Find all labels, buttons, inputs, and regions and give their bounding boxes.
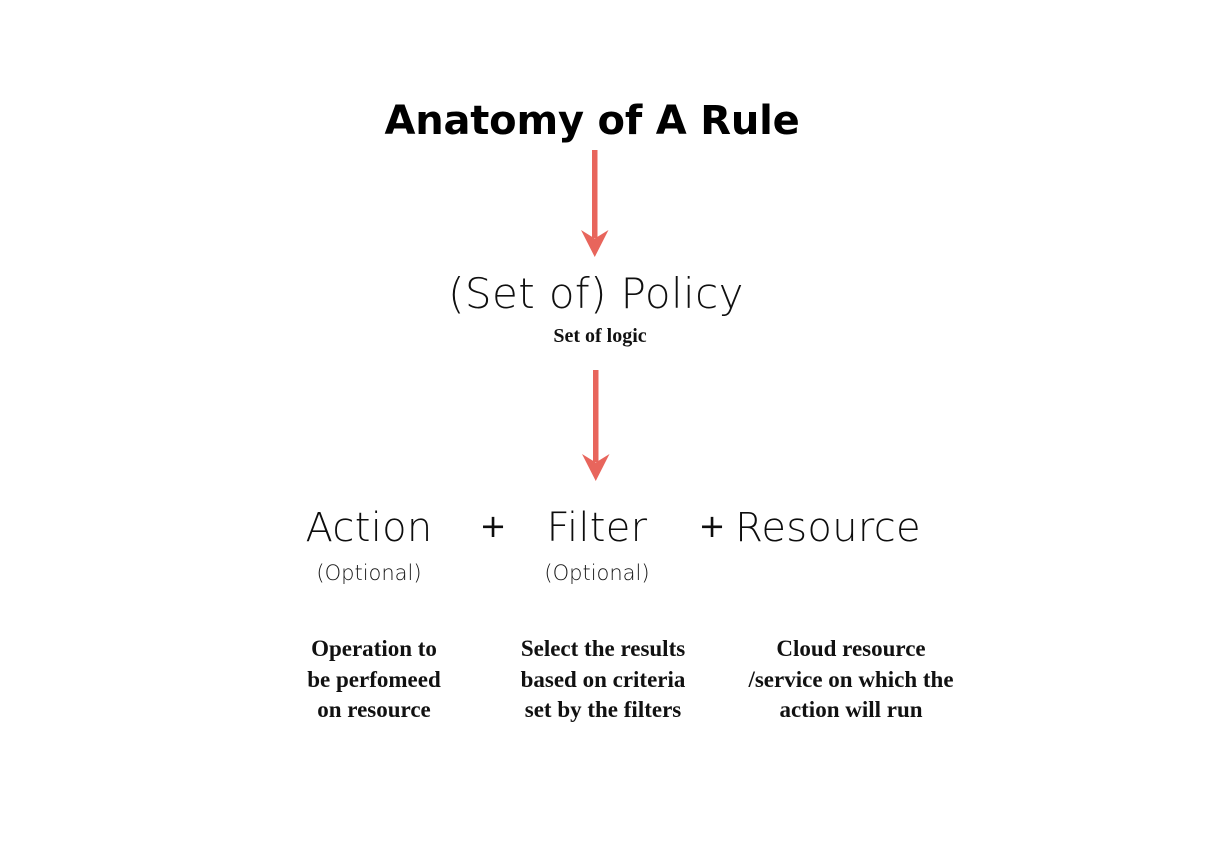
description-line: be perfomeed <box>307 666 441 692</box>
description-line: based on criteria <box>520 666 686 692</box>
down-arrow-icon-title-to-policy <box>581 150 609 257</box>
page-title: Anatomy of A Rule <box>384 98 800 144</box>
policy-label: (Set of) Policy <box>448 269 744 318</box>
component-description-filter: Select the results based on criteria set… <box>521 634 686 726</box>
policy-subtitle: Set of logic <box>553 325 647 347</box>
optional-tag-filter: (Optional) <box>544 561 650 585</box>
component-label-resource: Resource <box>735 505 921 551</box>
description-line: /service on which the <box>748 666 954 692</box>
component-description-action: Operation to be perfomeed on resource <box>307 634 441 726</box>
components-row: Action + Filter + Resource <box>0 502 1216 558</box>
plus-operator-2: + <box>698 507 726 545</box>
optional-tag-action: (Optional) <box>316 561 422 585</box>
plus-operator-1: + <box>479 507 507 545</box>
component-description-resource: Cloud resource /service on which the act… <box>748 634 953 726</box>
component-label-action: Action <box>305 505 433 551</box>
description-line: Select the results <box>520 636 686 661</box>
description-line: action will run <box>779 697 923 722</box>
down-arrow-icon-policy-to-components <box>582 370 610 481</box>
description-line: on resource <box>317 697 431 722</box>
component-label-filter: Filter <box>546 505 648 551</box>
description-line: Operation to <box>311 636 437 661</box>
description-line: Cloud resource <box>776 636 926 661</box>
description-line: set by the filters <box>524 697 682 722</box>
